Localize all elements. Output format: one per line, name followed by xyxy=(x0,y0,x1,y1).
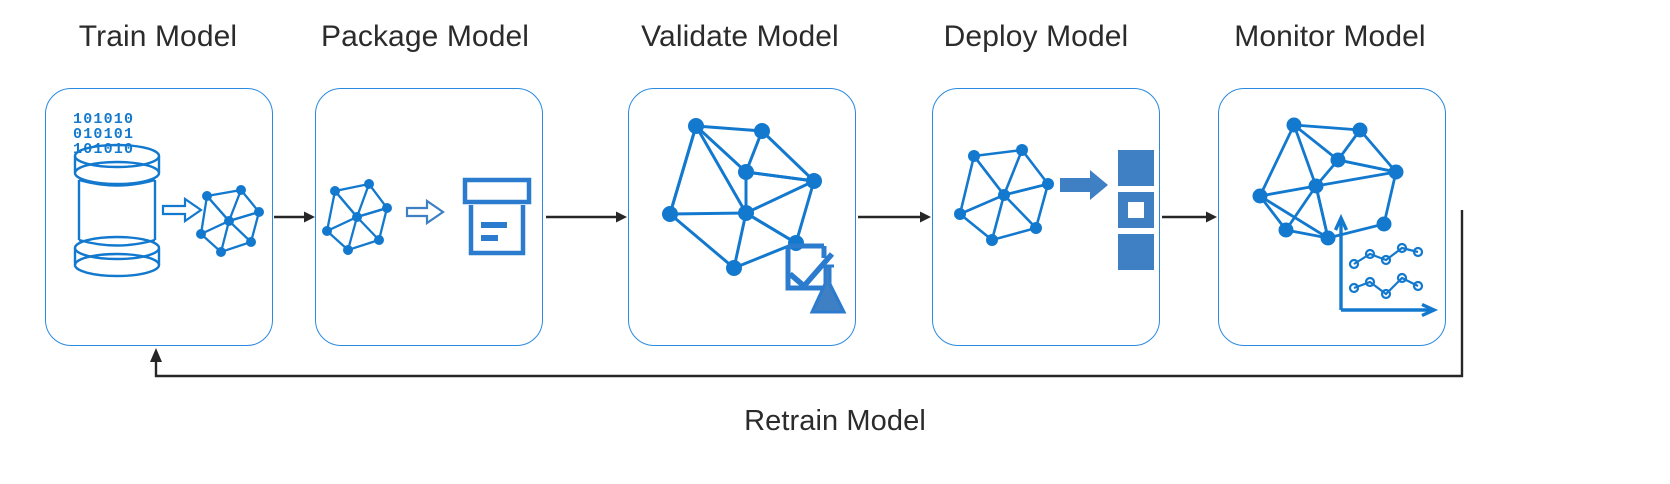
flask-icon xyxy=(809,264,847,314)
monitor-model-icon-group xyxy=(1252,117,1439,318)
neural-network-nodes-icon xyxy=(1252,117,1404,246)
deploy-model-icon-group xyxy=(954,144,1154,270)
hollow-arrow-icon xyxy=(161,196,203,224)
retrain-model-label: Retrain Model xyxy=(744,405,926,437)
neural-network-nodes-icon xyxy=(954,144,1054,246)
train-model-icon-group: 101010 010101 101010 xyxy=(73,111,264,278)
card-train-model[interactable] xyxy=(45,88,273,346)
stage-title-deploy: Deploy Model xyxy=(943,20,1129,53)
stage-title-monitor: Monitor Model xyxy=(1234,20,1426,53)
chart-series-lower-icon xyxy=(1348,272,1424,300)
hollow-arrow-icon xyxy=(405,198,445,226)
package-model-icon-group xyxy=(322,177,532,256)
line-chart-icon xyxy=(1333,213,1439,318)
chart-series-upper-icon xyxy=(1348,242,1424,270)
server-stack-icon xyxy=(1118,150,1154,270)
solid-arrow-icon xyxy=(1060,170,1108,200)
neural-network-nodes-icon xyxy=(322,179,392,255)
connector-deploy-to-monitor xyxy=(1162,211,1217,223)
stage-title-train: Train Model xyxy=(78,20,238,53)
connector-validate-to-deploy xyxy=(858,211,931,223)
connector-train-to-package xyxy=(274,211,315,223)
svg-text:010101: 010101 xyxy=(73,126,134,143)
svg-text:101010: 101010 xyxy=(73,111,134,128)
neural-network-nodes-icon xyxy=(196,185,264,257)
archive-box-icon xyxy=(462,177,532,256)
stage-title-package: Package Model xyxy=(320,20,530,53)
validate-model-icon-group xyxy=(662,118,847,314)
connector-package-to-validate xyxy=(546,211,627,223)
card-monitor-model[interactable] xyxy=(1218,88,1446,346)
retrain-loop-connector xyxy=(150,210,1464,378)
database-cylinder-icon xyxy=(73,143,161,278)
stage-title-validate: Validate Model xyxy=(641,20,839,53)
